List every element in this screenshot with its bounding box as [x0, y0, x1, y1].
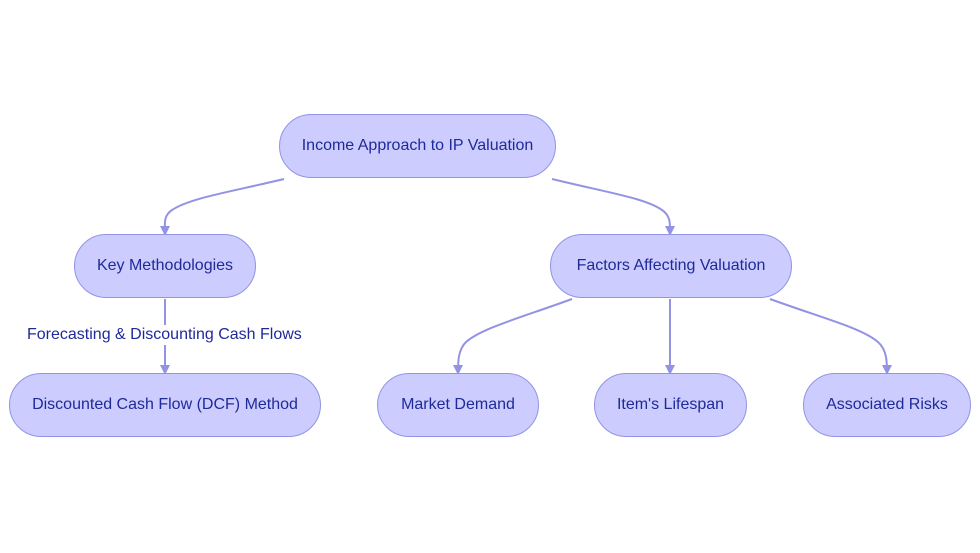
node-items-lifespan: Item's Lifespan	[594, 373, 747, 437]
edge-root-to-methodologies	[159, 178, 285, 236]
node-root: Income Approach to IP Valuation	[279, 114, 556, 178]
node-factors-affecting-valuation: Factors Affecting Valuation	[550, 234, 792, 298]
node-associated-risks: Associated Risks	[803, 373, 971, 437]
node-key-methodologies: Key Methodologies	[74, 234, 256, 298]
node-dcf-method: Discounted Cash Flow (DCF) Method	[9, 373, 321, 437]
edge-root-to-factors	[551, 178, 676, 236]
node-market-demand: Market Demand	[377, 373, 539, 437]
edge-factors-to-market-demand	[453, 298, 573, 375]
edge-label-forecasting: Forecasting & Discounting Cash Flows	[25, 325, 304, 345]
edge-factors-to-risks	[769, 298, 892, 375]
